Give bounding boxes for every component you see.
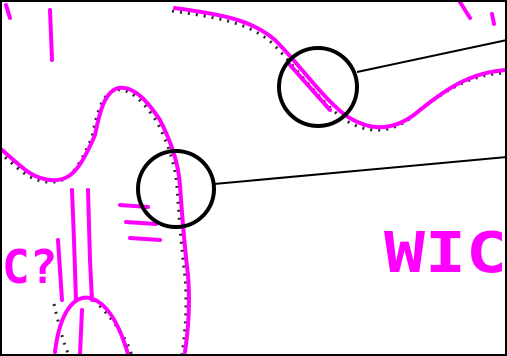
left-upper-trace [48,8,54,62]
bottom-arc-trace [53,295,130,356]
lower-vertical-trace [56,238,64,302]
diagonal-joint-trace [288,63,332,112]
bottom-arc-trace-inner [78,308,84,356]
inner-vertical-trace-b [86,188,94,302]
crossbar-trace-3 [128,236,162,242]
inner-vertical-trace-a [70,188,78,302]
top-curve-trace [173,6,507,130]
upper-left-short-trace [4,3,12,20]
label-c-question: C? [2,240,57,294]
edge-noise-layer [0,9,505,356]
main-loop-trace [0,85,191,354]
callout-line-upper [356,39,507,73]
callout-circle-lower [136,149,216,229]
crossbar-trace-2 [124,220,158,226]
callout-circle-upper [277,46,359,128]
right-edge-hook [458,0,472,20]
callout-layer [136,39,507,229]
right-edge-stub [490,12,496,26]
label-wic: WIC [384,221,507,286]
callout-line-lower [213,156,507,185]
